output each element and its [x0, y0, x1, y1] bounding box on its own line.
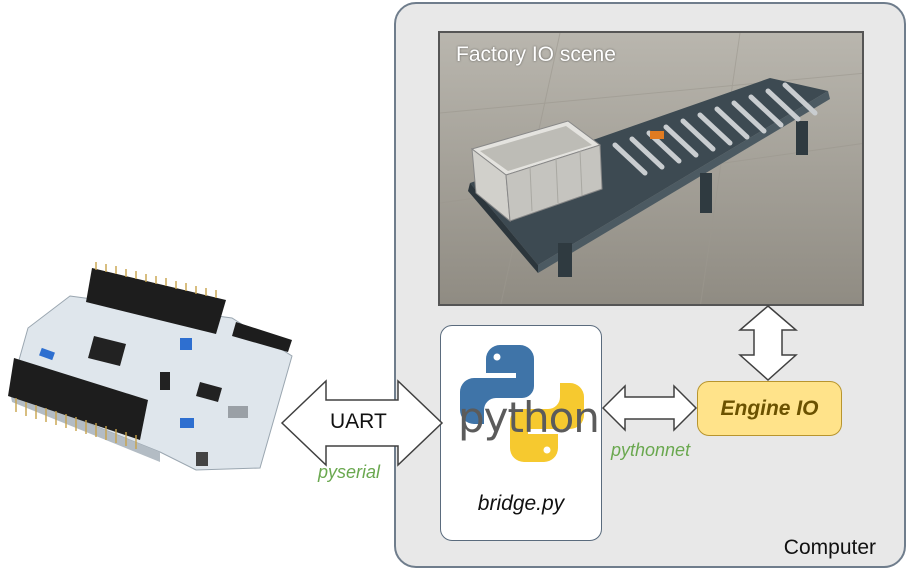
scene-title: Factory IO scene: [456, 43, 616, 66]
conveyor-scene-illustration: [440, 33, 862, 304]
python-logo-text: python: [458, 393, 600, 442]
computer-label: Computer: [783, 536, 876, 559]
engine-io-box: Engine IO: [697, 381, 842, 436]
pythonnet-label: pythonnet: [611, 440, 691, 460]
bridge-filename: bridge.py: [477, 492, 565, 515]
pyserial-label: pyserial: [318, 462, 381, 482]
nucleo-board-image: [8, 262, 293, 471]
engine-io-label: Engine IO: [720, 396, 819, 420]
uart-label: UART: [330, 410, 387, 433]
factory-io-scene: [438, 31, 864, 306]
